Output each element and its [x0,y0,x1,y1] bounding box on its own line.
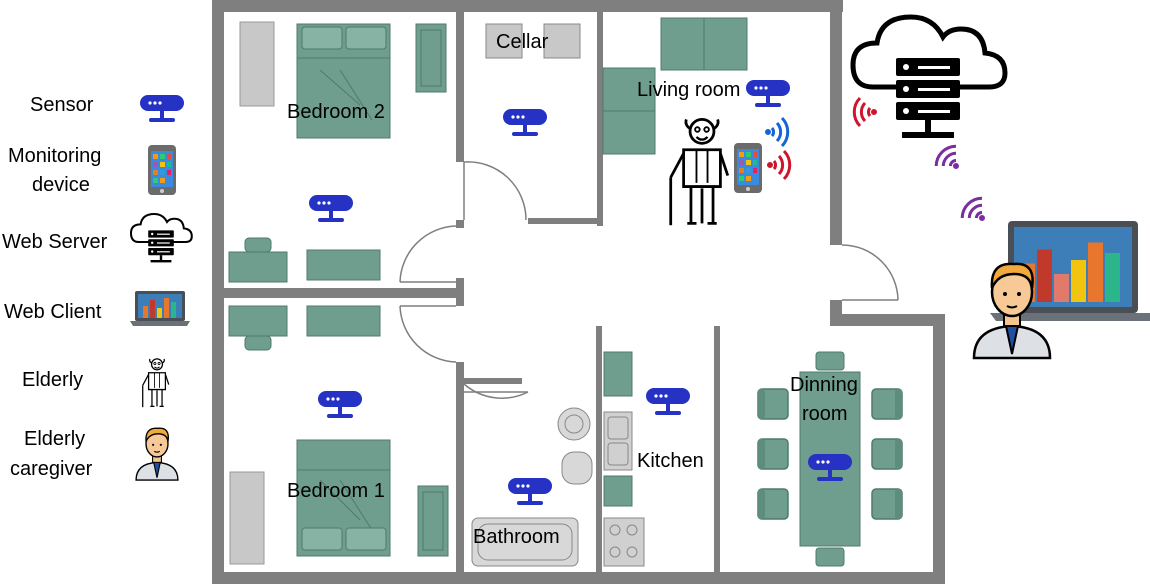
laptop-chart-icon [130,291,190,326]
sensor-icon [318,391,362,418]
network-side [852,17,1150,360]
room-label-dining-1: Dinning [790,374,858,396]
laptop-chart-bar [1037,249,1052,302]
laptop-chart-bar [1088,242,1103,302]
room-labels: Bedroom 2 Cellar Living room Bedroom 1 B… [287,31,858,548]
legend-label-caregiver-2: caregiver [10,458,93,480]
laptop-chart-bar [1105,253,1120,302]
room-label-cellar: Cellar [496,31,549,53]
sensor-icon [503,109,547,136]
room-label-dining-2: room [802,403,848,425]
smartphone-icon [734,143,762,193]
sensor-icon [309,195,353,222]
room-label-bedroom1: Bedroom 1 [287,480,385,502]
laptop-chart-bar [1071,260,1086,302]
elderly-person-icon [669,118,730,227]
cloud-server-icon [853,17,1005,138]
wifi-signal-icon [764,116,790,148]
elderly-person-icon [142,358,170,408]
interior-walls [224,12,720,580]
legend: Sensor Monitoring device Web Server Web … [2,94,193,481]
room-label-kitchen: Kitchen [637,450,704,472]
outer-walls [212,0,945,584]
legend-label-monitoring-1: Monitoring [8,145,101,167]
sensor-icon [646,388,690,415]
cloud-server-icon [129,212,193,264]
sensor-icon [508,478,552,505]
room-label-bathroom: Bathroom [473,526,560,548]
laptop-bar-chart [1020,242,1120,302]
legend-label-monitoring-2: device [32,174,90,196]
wifi-signal-icon [930,140,970,180]
legend-label-sensor: Sensor [30,94,94,116]
caregiver-icon [135,427,179,481]
wifi-signal-icon [956,192,996,232]
door-swings [399,161,899,399]
elderly-person-figure [669,116,792,227]
legend-label-web-client: Web Client [4,301,102,323]
laptop-chart-bar [1054,274,1069,302]
wifi-signal-icon [852,96,878,128]
wifi-signal-icon [766,149,792,181]
smartphone-icon [148,145,176,195]
laptop-chart-icon [990,221,1150,321]
legend-label-caregiver-1: Elderly [24,428,85,450]
legend-label-elderly: Elderly [22,369,83,391]
room-label-bedroom2: Bedroom 2 [287,101,385,123]
legend-label-web-server: Web Server [2,231,108,253]
sensor-icon [746,80,790,107]
floor-plan: Bedroom 2 Cellar Living room Bedroom 1 B… [212,0,945,584]
room-label-living-room: Living room [637,79,740,101]
sensor-icon [140,95,184,122]
